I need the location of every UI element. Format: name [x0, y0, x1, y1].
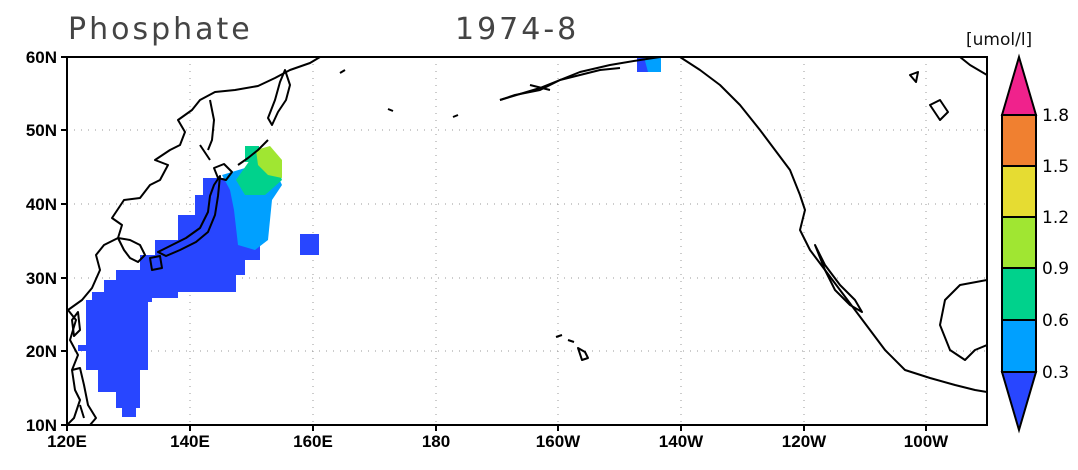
japan-hokkaido — [213, 163, 233, 181]
variable-title: Phosphate — [68, 12, 253, 47]
date-title: 1974-8 — [455, 12, 580, 47]
y-tick-label: 10N — [26, 416, 57, 435]
data-region-japan-coast — [78, 57, 661, 417]
phosphate-field — [78, 57, 661, 417]
colorbar-bin — [1001, 267, 1037, 321]
x-tick-label: 140E — [170, 432, 210, 451]
x-tick-label: 160E — [293, 432, 333, 451]
colorbar-bin-top — [1000, 53, 1038, 116]
colorbar-bin — [1001, 319, 1037, 373]
x-tick-label: 120W — [782, 432, 827, 451]
units-label: [umol/l] — [966, 30, 1033, 50]
data-region-kuroshio-extension — [222, 57, 661, 250]
colorbar-label: 1.8 — [1042, 106, 1069, 126]
japan-honshu — [157, 175, 221, 257]
korea-coastline — [117, 237, 146, 263]
kuril-arc — [237, 139, 269, 166]
colorbar-bin-bottom — [1000, 371, 1038, 434]
colorbar-label: 1.2 — [1042, 208, 1069, 228]
x-tick-label: 160W — [536, 432, 581, 451]
sakhalin — [199, 99, 215, 161]
colorbar-bin — [1001, 114, 1037, 167]
hawaii-islands — [555, 334, 589, 361]
colorbar-label: 0.9 — [1042, 259, 1069, 279]
colorbar-label: 0.3 — [1042, 363, 1069, 383]
asia-coastline — [67, 57, 321, 425]
colorbar-label: 1.5 — [1042, 157, 1069, 177]
aleutian-chain — [339, 67, 621, 118]
y-tick-label: 40N — [26, 195, 57, 214]
y-tick-label: 30N — [26, 269, 57, 288]
colorbar-bin — [1001, 216, 1037, 269]
tick-marks — [61, 56, 927, 431]
hudson-bay-islands — [909, 57, 987, 121]
y-tick-label: 60N — [26, 48, 57, 67]
x-tick-label: 120E — [47, 432, 87, 451]
x-tick-label: 140W — [659, 432, 704, 451]
x-tick-label: 180 — [422, 432, 450, 451]
alaska-coastline — [499, 57, 987, 393]
x-tick-label: 100W — [904, 432, 949, 451]
coastlines — [67, 57, 987, 425]
philippines — [71, 367, 97, 425]
colorbar — [1000, 53, 1038, 434]
y-tick-label: 50N — [26, 121, 57, 140]
gulf-of-mexico — [939, 279, 987, 361]
japan-kyushu — [149, 255, 163, 271]
colorbar-bin — [1001, 165, 1037, 218]
plot-frame — [66, 56, 988, 426]
y-tick-label: 20N — [26, 342, 57, 361]
colorbar-label: 0.6 — [1042, 311, 1069, 331]
baja-california — [814, 244, 863, 313]
kamchatka — [267, 69, 291, 126]
taiwan — [71, 311, 81, 337]
